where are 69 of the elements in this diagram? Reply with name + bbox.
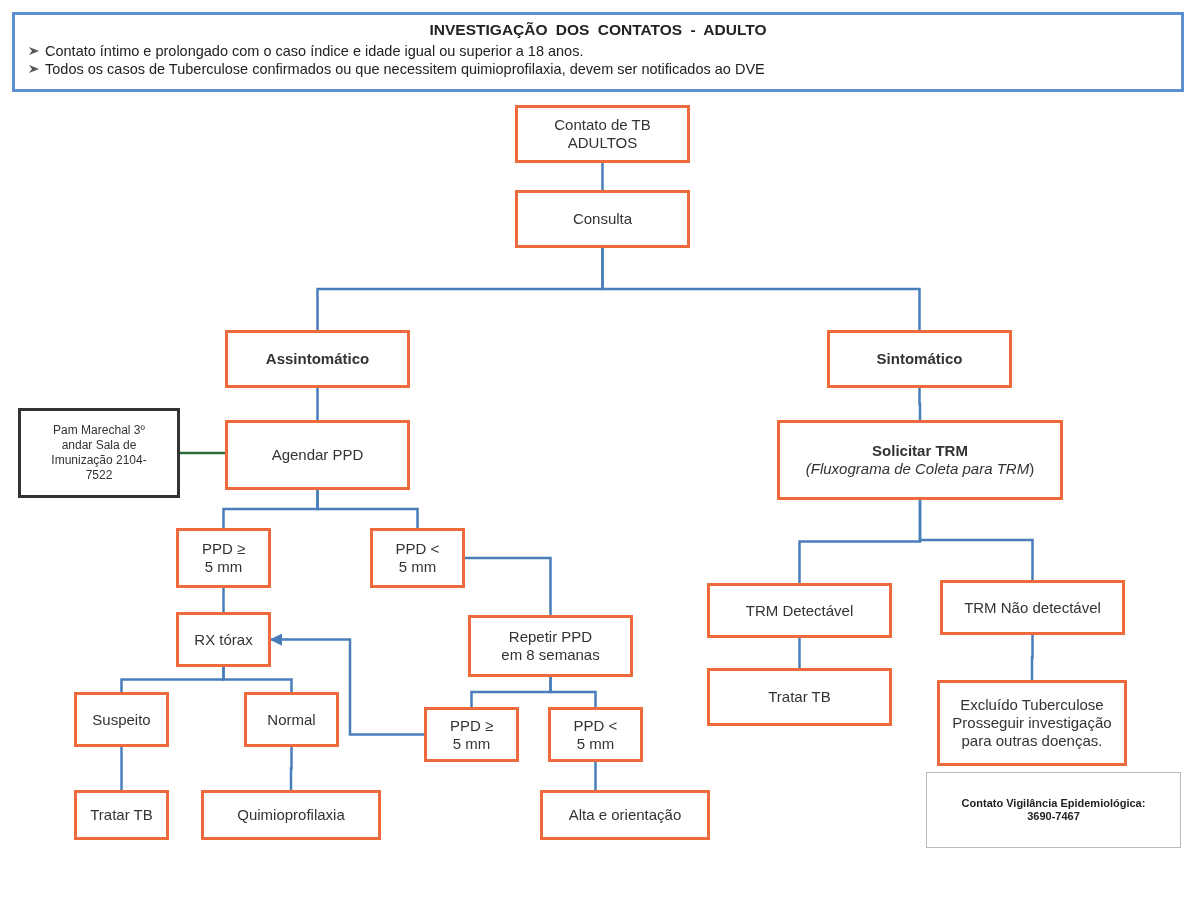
node-text: 3690-7467 [1027,810,1080,824]
bullet-text: Todos os casos de Tuberculose confirmados ou que necessitem quimioprofilaxia, devem ser notificados ao DVE [45,59,765,78]
node-text: Agendar PPD [271,446,364,464]
node-text: PPD ≥ 5 mm [200,540,247,576]
process-box [225,420,410,490]
process-box [244,692,339,747]
node-text: PPD < 5 mm [394,540,441,576]
node-text: RX tórax [194,630,253,649]
arrow [269,633,424,736]
connector-line [601,163,604,190]
process-box [370,528,465,588]
process-box [707,668,892,726]
connector-line [549,677,597,707]
connector-line [918,388,922,420]
connector-line [918,500,1034,580]
process-box [201,790,381,840]
node-text: (Fluxograma de Coleta para TRM) [805,460,1035,478]
node-text: Solicitar TRM [872,442,968,460]
node-text: Excluído Tuberculose Prosseguir investigação para outras doenças. [951,696,1113,750]
connector-line [180,451,225,455]
node-text: Quimioprofilaxia [237,806,345,824]
process-box [468,615,633,677]
node-text: Alta e orientação [568,806,682,824]
process-box [827,330,1012,388]
node-text: PPD ≥ 5 mm [448,716,495,753]
bullet-text: Contato íntimo e prolongado com o caso índice e idade igual ou superior a 18 anos. [45,41,584,60]
process-box [540,790,710,840]
header-title: INVESTIGAÇÃO DOS CONTATOS - ADULTO [429,21,767,40]
process-box [74,790,169,840]
contact-box [926,772,1181,848]
info-box [18,408,180,498]
connector-line [120,747,123,790]
connector-line [465,556,552,615]
process-box [176,612,271,667]
process-box [777,420,1063,500]
node-text: Contato Vigilância Epidemiológica: [961,796,1146,810]
process-box [424,707,519,762]
connector-line [316,388,319,420]
node-text: Sintomático [876,350,963,368]
process-box [515,190,690,248]
process-box [74,692,169,747]
node-text: Suspeito [92,710,151,729]
node-text: Tratar TB [768,688,831,706]
connector-line [601,248,921,330]
node-text: PPD < 5 mm [572,716,619,753]
connector-line [222,667,293,692]
node-text: TRM Detectável [745,601,854,620]
node-text: Repetir PPD em 8 semanas [501,628,600,664]
node-text: TRM Não detectável [964,598,1101,617]
node-text: Tratar TB [90,806,153,824]
process-box [937,680,1127,766]
process-box [515,105,690,163]
node-text: Contato de TB ADULTOS [553,116,652,152]
process-box [940,580,1125,635]
connector-line [1030,635,1034,680]
process-box [707,583,892,638]
header-box [12,12,1184,92]
node-text: Assintomático [265,350,370,368]
process-box [176,528,271,588]
process-box [548,707,643,762]
connector-line [316,490,419,528]
connector-line [594,762,597,790]
connector-line [222,588,225,612]
connector-line [289,747,293,790]
node-text: Normal [267,710,316,729]
node-text: Consulta [572,210,633,228]
connector-line [798,638,801,668]
process-box [225,330,410,388]
node-text: Pam Marechal 3º andar Sala de Imunização 2104-7522 [50,423,148,483]
